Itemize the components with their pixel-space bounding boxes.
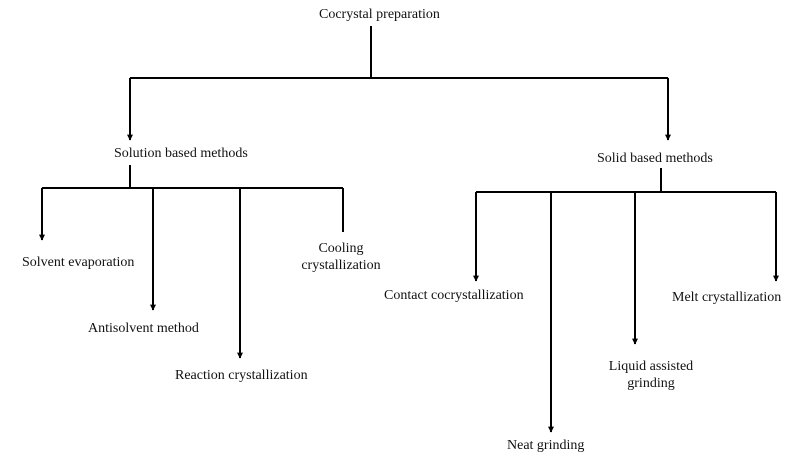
reaction-crystallization-label: Reaction crystallization [175,368,308,383]
liquid-line-2: grinding [627,376,675,391]
solution-methods-label: Solution based methods [114,146,248,161]
cooling-line-2: crystallization [301,258,381,273]
contact-cocrystallization-label: Contact cocrystallization [384,288,524,303]
cooling-crystallization-label: Cooling crystallization [296,240,386,274]
neat-grinding-label: Neat grinding [507,438,585,453]
solid-methods-label: Solid based methods [597,151,713,166]
cooling-line-1: Cooling [318,241,364,256]
antisolvent-method-label: Antisolvent method [88,321,199,336]
liquid-line-1: Liquid assisted [608,359,694,374]
root-node-label: Cocrystal preparation [319,7,440,22]
solvent-evaporation-label: Solvent evaporation [22,255,135,270]
liquid-assisted-grinding-label: Liquid assisted grinding [596,358,706,392]
melt-crystallization-label: Melt crystallization [672,290,782,305]
